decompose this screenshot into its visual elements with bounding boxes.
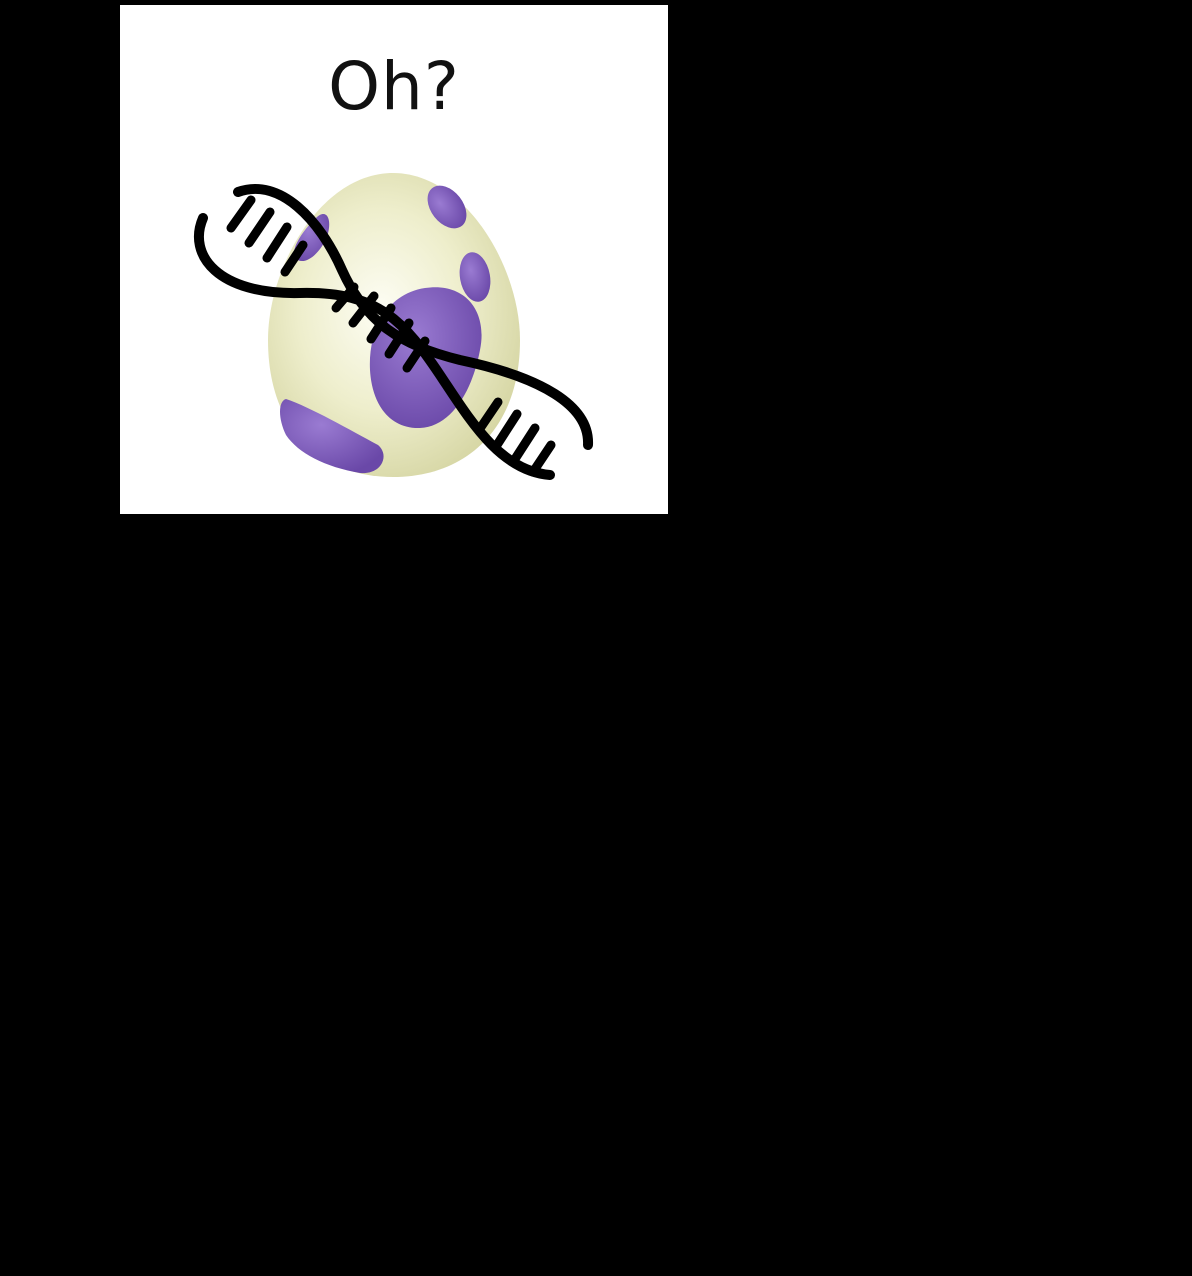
egg-illustration <box>194 173 594 480</box>
hatch-message: Oh? <box>328 48 460 125</box>
hatch-dialog-panel[interactable]: Oh? <box>120 5 668 514</box>
dna-helix-icon <box>194 184 594 480</box>
